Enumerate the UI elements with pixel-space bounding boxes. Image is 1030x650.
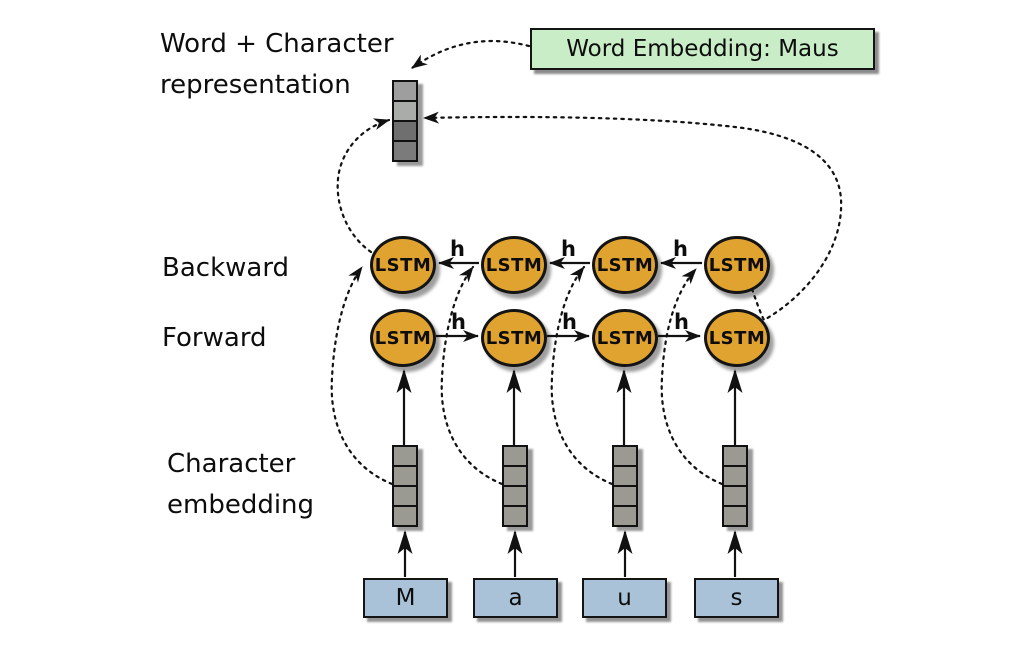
- representation-cell-4: [394, 140, 416, 160]
- dotted-embedding4-to-backward4: [660, 267, 724, 486]
- char-label-a: a: [508, 585, 523, 611]
- char-label-s: s: [730, 585, 743, 611]
- hidden-state-label-forward-1: h: [451, 310, 466, 334]
- embedding-cell: [614, 465, 636, 485]
- forward-lstm-2: LSTM: [481, 309, 547, 367]
- embedding-cell: [724, 465, 746, 485]
- backward-lstm-3: LSTM: [592, 236, 658, 294]
- embedding-cell: [504, 465, 526, 485]
- char-box-a: a: [473, 578, 558, 618]
- title-line1: Word + Character: [160, 29, 394, 59]
- representation-cell-3: [394, 120, 416, 140]
- dotted-wordembedding-to-representation: [410, 39, 531, 70]
- hidden-state-label-forward-3: h: [674, 310, 689, 334]
- embedding-cell: [724, 505, 746, 525]
- character-embedding-line1: Character: [167, 449, 296, 479]
- backward-lstm-4: LSTM: [704, 236, 770, 294]
- char-label-u: u: [617, 585, 632, 611]
- hidden-state-label-backward-2: h: [561, 237, 576, 261]
- forward-lstm-3: LSTM: [592, 309, 658, 367]
- char-embedding-stack-4: [722, 445, 748, 527]
- dotted-embedding2-to-backward2: [440, 265, 504, 486]
- dotted-embedding3-to-backward3: [550, 265, 614, 486]
- forward-row-label: Forward: [162, 323, 267, 353]
- representation-cell-2: [394, 100, 416, 120]
- dotted-backward1-to-representation: [336, 118, 391, 254]
- word-char-representation-vector: [392, 80, 418, 162]
- char-box-s: s: [694, 578, 779, 618]
- char-embedding-stack-3: [612, 445, 638, 527]
- hidden-state-label-forward-2: h: [562, 310, 577, 334]
- embedding-cell: [394, 465, 416, 485]
- embedding-cell: [724, 485, 746, 505]
- embedding-cell: [504, 485, 526, 505]
- backward-row-label: Backward: [162, 253, 290, 283]
- embedding-cell: [394, 505, 416, 525]
- char-label-M: M: [395, 585, 416, 611]
- backward-lstm-2: LSTM: [481, 236, 547, 294]
- forward-lstm-1: LSTM: [370, 309, 436, 367]
- character-embedding-label: Character embedding: [167, 444, 314, 526]
- embedding-cell: [724, 447, 746, 465]
- embedding-cell: [504, 505, 526, 525]
- backward-lstm-1: LSTM: [370, 236, 436, 294]
- forward-lstm-4: LSTM: [704, 309, 770, 367]
- embedding-cell: [394, 485, 416, 505]
- char-embedding-stack-1: [392, 445, 418, 527]
- dotted-embedding1-to-backward1: [330, 265, 394, 486]
- embedding-cell: [614, 485, 636, 505]
- representation-cell-1: [394, 82, 416, 100]
- title-line2: representation: [160, 70, 351, 100]
- embedding-cell: [614, 505, 636, 525]
- embedding-cell: [504, 447, 526, 465]
- character-embedding-line2: embedding: [167, 490, 315, 520]
- char-box-u: u: [582, 578, 667, 618]
- char-embedding-stack-2: [502, 445, 528, 527]
- hidden-state-label-backward-1: h: [450, 237, 465, 261]
- title-word-char-representation: Word + Character representation: [160, 24, 394, 106]
- word-embedding-label: Word Embedding: Maus: [566, 36, 839, 62]
- word-embedding-box: Word Embedding: Maus: [530, 28, 875, 70]
- embedding-cell: [394, 447, 416, 465]
- hidden-state-label-backward-3: h: [673, 237, 688, 261]
- char-box-M: M: [363, 578, 448, 618]
- embedding-cell: [614, 447, 636, 465]
